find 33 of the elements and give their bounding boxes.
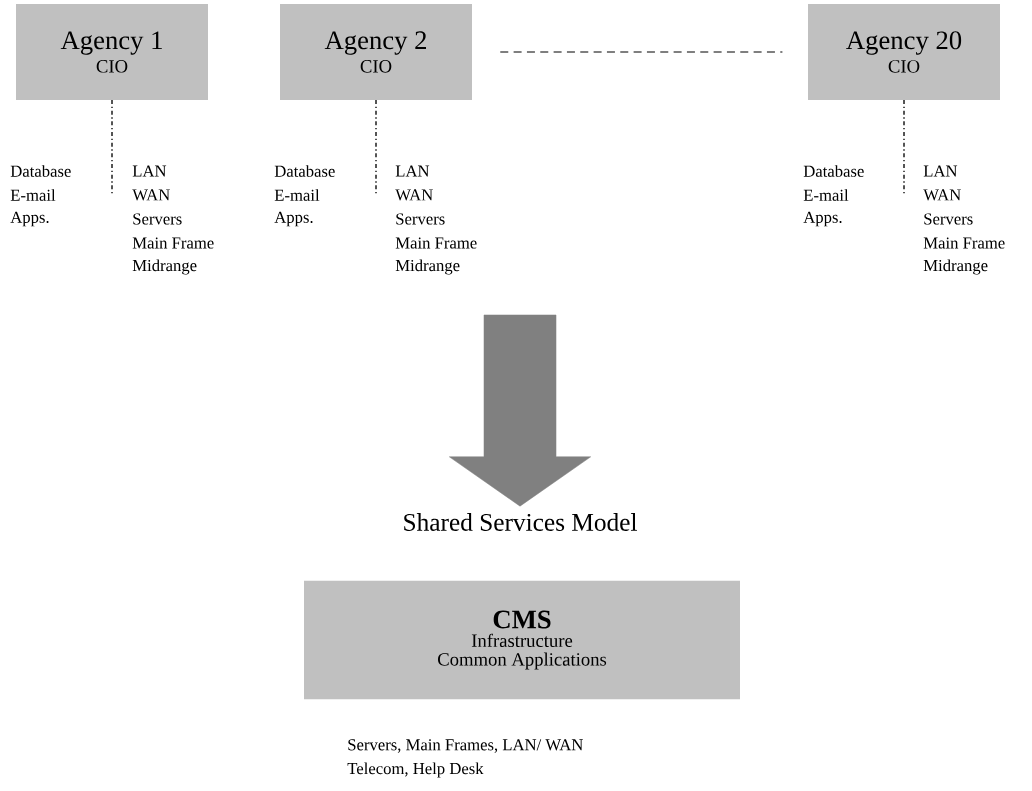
agency-box: Agency 1 CIO [16, 4, 208, 100]
list-item: Midrange [395, 259, 460, 275]
list-item: Main Frame [923, 237, 1005, 249]
agency-box: Agency 2 CIO [280, 4, 472, 100]
block-arrow [449, 314, 591, 507]
list-item: Servers [924, 213, 973, 225]
list-item: Database [10, 165, 71, 177]
model-title: Shared Services Model [404, 513, 637, 531]
list-item: E-mail [10, 189, 56, 201]
list-item: Main Frame [395, 237, 477, 249]
list-item: LAN [395, 165, 430, 177]
list-item: Apps. [274, 211, 313, 227]
list-item: WAN [395, 189, 433, 201]
list-item: WAN [923, 189, 961, 201]
list-item: WAN [132, 189, 170, 201]
services-note: Servers, Main Frames, LAN/ WAN [348, 739, 583, 753]
list-item: E-mail [274, 189, 320, 201]
list-item: LAN [923, 165, 958, 177]
list-item: Midrange [923, 259, 988, 275]
list-item: Servers [396, 213, 445, 225]
list-item: Main Frame [132, 237, 214, 249]
list-item: LAN [132, 165, 167, 177]
services-note: Telecom, Help Desk [347, 762, 484, 778]
list-item: Apps. [803, 211, 842, 227]
list-item: Database [803, 165, 864, 177]
list-item: E-mail [803, 189, 849, 201]
list-item: Servers [133, 213, 182, 225]
list-item: Database [274, 165, 335, 177]
list-item: Apps. [10, 211, 49, 227]
dashed-line [499, 51, 783, 53]
list-item: Midrange [132, 259, 197, 275]
services-box: CMS Infrastructure Common Applications [304, 580, 740, 700]
agency-box: Agency 20 CIO [808, 4, 1000, 100]
